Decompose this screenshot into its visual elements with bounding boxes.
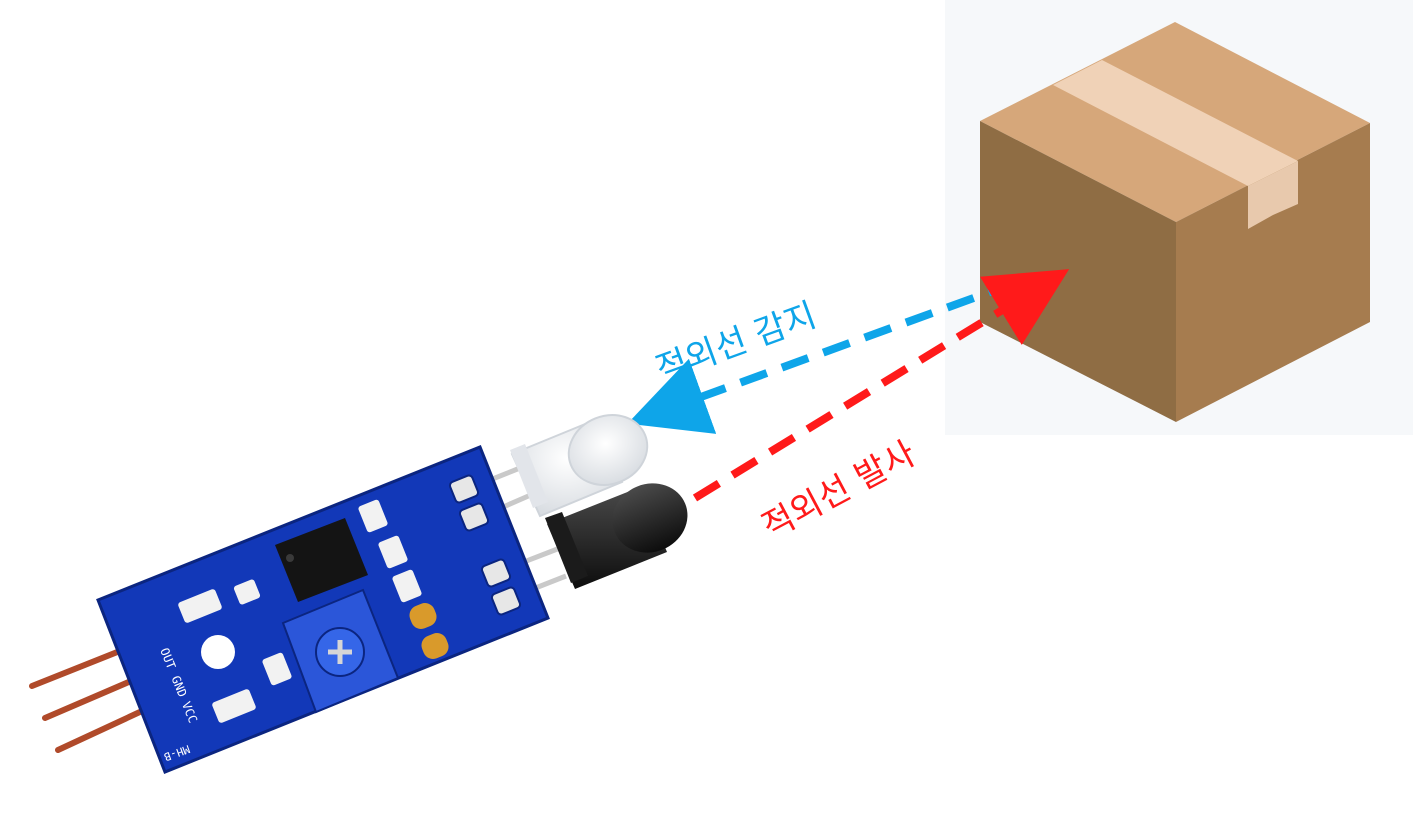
cardboard-box-icon xyxy=(980,22,1370,422)
ir-sensor-module: OUT GND VCC MH-B xyxy=(32,403,698,772)
mounting-hole xyxy=(201,635,235,669)
